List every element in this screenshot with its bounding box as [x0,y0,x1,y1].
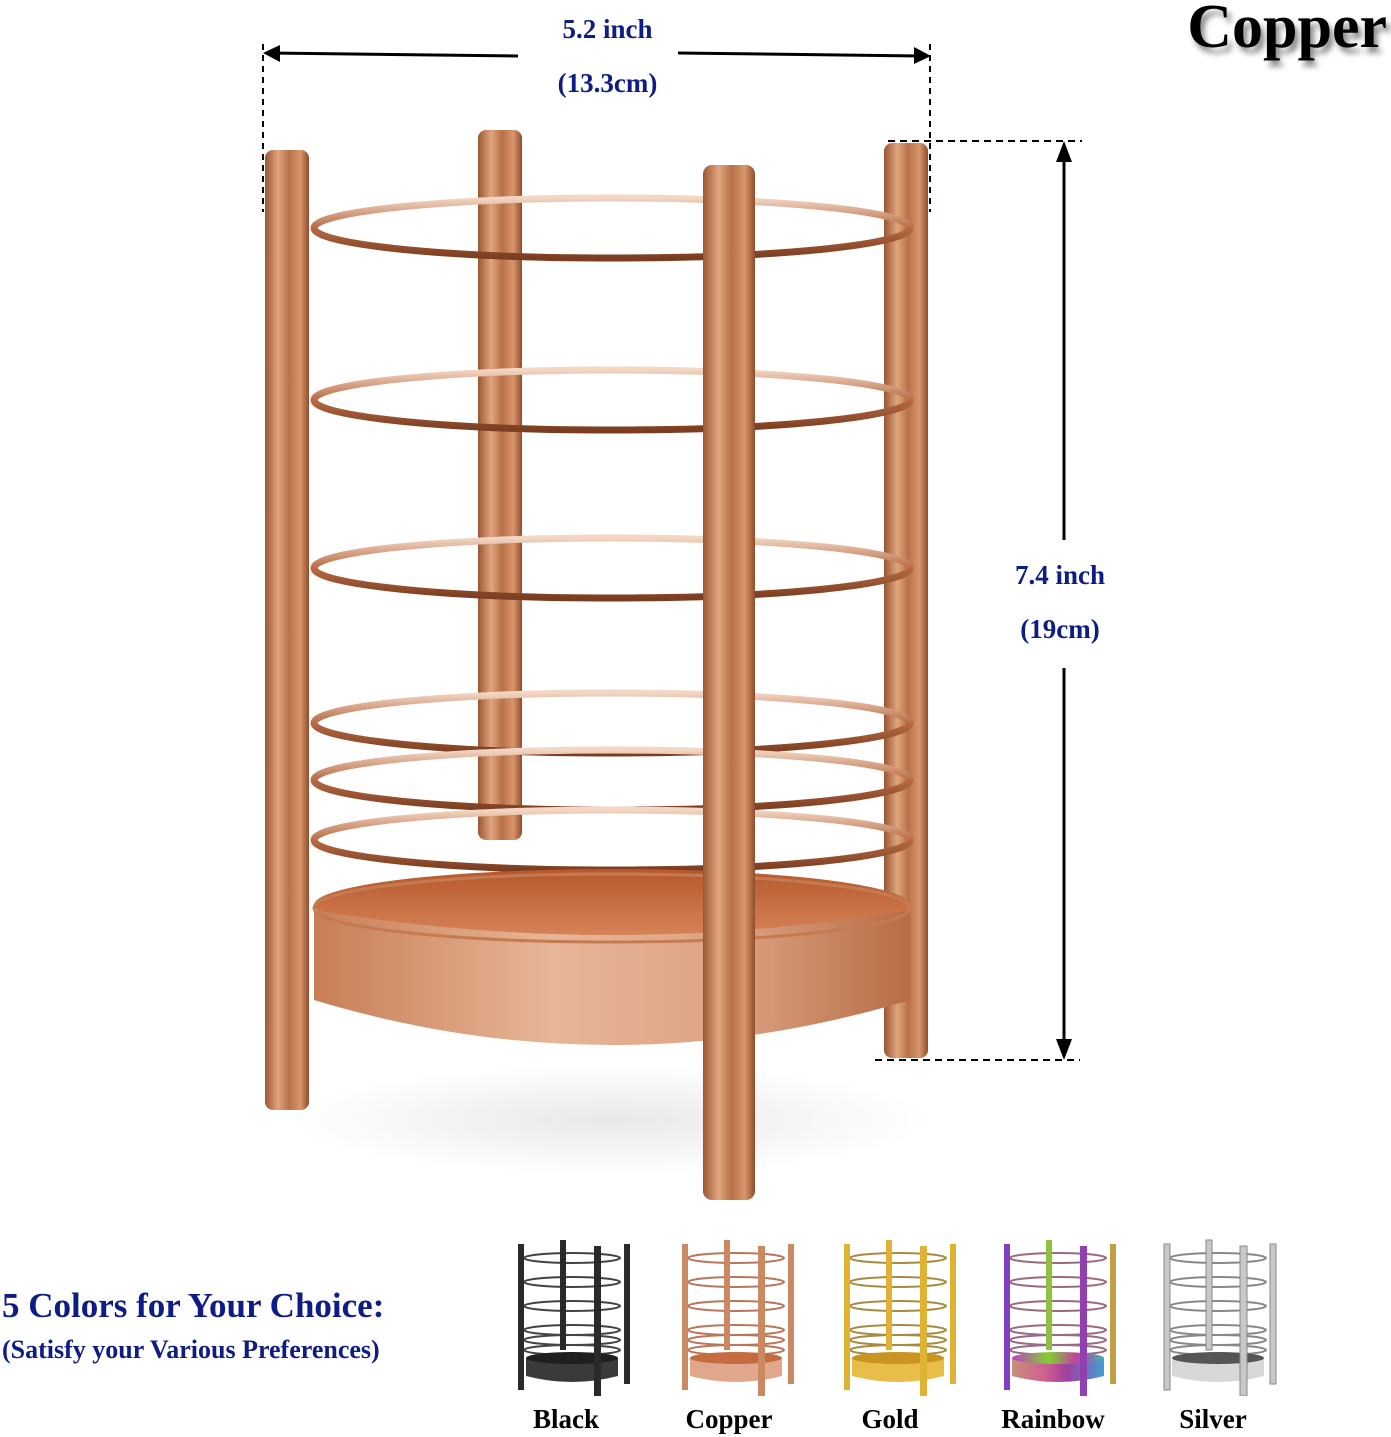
swatch-copper[interactable] [676,1236,796,1436]
swatch-silver[interactable] [1158,1236,1278,1436]
height-inch-label: 7.4 inch [1014,560,1106,590]
swatch-label-rainbow: Rainbow [1001,1404,1105,1434]
swatch-gold[interactable] [838,1236,958,1436]
holder-thumbnail-silver [1163,1239,1277,1396]
holder-thumbnail-copper [682,1240,794,1396]
swatch-label-silver: Silver [1179,1404,1247,1434]
swatch-rainbow[interactable] [998,1236,1118,1436]
promo-title: 5 Colors for Your Choice: [2,1286,385,1325]
color-title: Copper [1187,0,1387,61]
swatch-label-copper: Copper [685,1404,773,1434]
height-cm-label: (19cm) [1020,614,1100,644]
width-cm-label: (13.3cm) [557,68,658,98]
promo-subtitle: (Satisfy your Various Preferences) [2,1335,380,1364]
product-image [262,44,1082,1200]
swatch-label-gold: Gold [861,1404,919,1434]
holder-thumbnail-black [518,1240,630,1396]
width-inch-label: 5.2 inch [562,14,653,44]
holder-thumbnail-gold [844,1240,956,1396]
swatch-black[interactable] [512,1236,632,1436]
holder-thumbnail-rainbow [1004,1240,1116,1396]
swatch-label-black: Black [532,1404,599,1434]
